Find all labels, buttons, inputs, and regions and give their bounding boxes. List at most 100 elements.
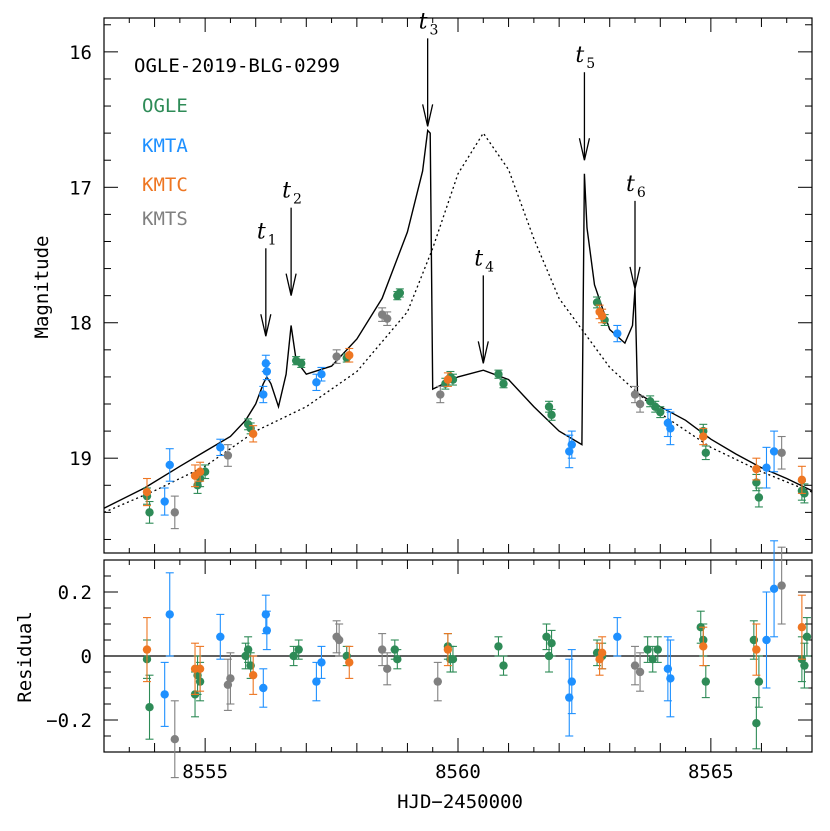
magnitude-tick-label: 19 (69, 448, 92, 470)
residual-point-kmts (433, 677, 442, 686)
light-curve-point-kmtc (345, 351, 354, 360)
residual-data-points (142, 540, 812, 779)
light-curve-point-kmts (635, 399, 645, 409)
light-curve-point-kmta (262, 367, 272, 376)
annotation-arrow-head (422, 104, 434, 127)
residual-tick-label: −0.2 (46, 710, 92, 732)
x-tick-label: 8555 (182, 761, 228, 783)
light-curve-point-kmta (666, 424, 675, 433)
light-curve-point-ogle (656, 407, 665, 417)
residual-point-kmta (317, 658, 326, 667)
residual-point-ogle (643, 645, 652, 654)
x-tick-label: 8565 (688, 761, 734, 783)
residual-point-kmta (666, 674, 675, 683)
residual-point-kmta (160, 690, 169, 699)
residual-point-ogle (448, 655, 458, 664)
light-curve-point-kmta (762, 463, 771, 472)
residual-point-ogle (542, 632, 551, 641)
light-curve-point-kmta (165, 460, 174, 470)
chart-title: OGLE-2019-BLG-0299 (134, 55, 340, 77)
light-curve-point-kmta (259, 390, 268, 399)
residual-point-ogle (802, 632, 812, 641)
residual-point-ogle (494, 642, 503, 651)
residual-point-kmtc (797, 623, 807, 632)
best-fit-model-curve (103, 128, 813, 509)
residual-point-kmtc (195, 664, 205, 673)
legend-kmtc: KMTC (142, 174, 188, 196)
residual-point-ogle (800, 661, 809, 670)
residual-point-kmta (613, 632, 622, 641)
light-curve-point-kmta (769, 447, 779, 456)
light-curve-point-kmtc (699, 432, 708, 441)
light-curve-point-ogle (297, 359, 306, 368)
light-curve-point-ogle (145, 508, 154, 517)
residual-point-ogle (648, 655, 657, 664)
y-axis-title-magnitude: Magnitude (31, 236, 53, 339)
residual-tick-label: 0 (81, 646, 92, 668)
residual-point-kmts (383, 664, 392, 673)
residual-point-ogle (289, 651, 298, 661)
residual-point-kmts (777, 581, 786, 590)
magnitude-tick-label: 17 (69, 177, 92, 199)
residual-point-kmta (262, 626, 272, 635)
residual-point-kmta (259, 683, 268, 693)
light-curve-point-ogle (494, 370, 503, 379)
residual-tick-label: 0.2 (58, 582, 92, 604)
light-curve-point-kmtc (142, 487, 152, 497)
legend-kmts: KMTS (142, 208, 188, 230)
light-curve-point-ogle (395, 288, 405, 298)
legend-ogle: OGLE (142, 95, 188, 117)
light-curve-point-ogle (592, 298, 602, 307)
residual-point-kmts (226, 674, 235, 683)
residual-point-ogle (754, 677, 764, 686)
residual-point-kmtc (752, 645, 761, 654)
light-curve-point-kmtc (752, 464, 761, 474)
light-curve-point-kmta (216, 443, 225, 452)
light-curve-data-points (142, 288, 809, 530)
residual-point-kmta (165, 610, 174, 619)
y-axis-title-residual: Residual (14, 611, 36, 703)
light-curve-point-ogle (544, 402, 554, 411)
residual-point-kmts (635, 667, 645, 677)
light-curve-point-kmta (317, 370, 326, 379)
annotation-arrow-head (629, 266, 641, 290)
magnitude-tick-label: 18 (69, 313, 92, 335)
residual-point-kmts (334, 635, 344, 645)
light-curve-point-ogle (547, 410, 556, 420)
residual-point-kmtc (597, 648, 607, 657)
light-curve-point-kmts (436, 390, 445, 399)
light-curve-point-kmta (567, 440, 576, 449)
residual-point-kmts (630, 661, 640, 670)
light-curve-point-kmtc (443, 375, 453, 384)
residual-point-kmtc (142, 645, 152, 654)
light-curve-point-kmtc (797, 475, 807, 485)
light-curve-point-kmts (630, 390, 640, 399)
annotation-arrow-head (260, 314, 272, 337)
light-curve-point-kmts (777, 448, 786, 457)
residual-point-kmta (567, 677, 576, 686)
residual-point-ogle (145, 703, 154, 712)
light-curve-point-kmta (312, 378, 321, 387)
light-curve-point-ogle (754, 493, 764, 502)
light-curve-point-kmts (332, 352, 341, 361)
residual-point-kmtc (443, 645, 453, 654)
light-curve-point-kmts (170, 508, 179, 517)
residual-point-kmtc (699, 642, 708, 651)
residual-point-kmts (170, 735, 179, 744)
light-curve-point-kmta (160, 497, 169, 506)
residual-point-kmts (377, 645, 387, 654)
residual-point-kmta (762, 635, 771, 645)
residual-point-kmta (216, 632, 225, 641)
light-curve-point-kmta (613, 329, 622, 338)
residual-point-ogle (653, 645, 662, 654)
light-curve-point-ogle (651, 402, 660, 411)
